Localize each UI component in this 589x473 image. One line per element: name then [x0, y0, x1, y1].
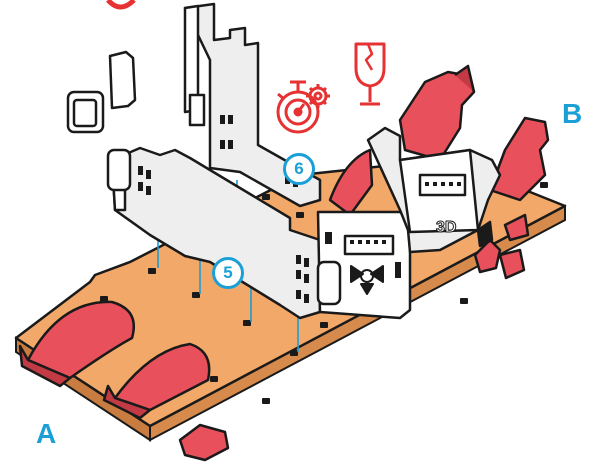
rear-module-box: 3D — [366, 126, 502, 254]
front-module-card — [316, 210, 412, 320]
cradle-end-b — [328, 64, 550, 280]
top-warning-circle-fragment — [106, 0, 136, 10]
fan-icon — [350, 265, 384, 295]
end-label-b: B — [562, 98, 583, 129]
fragile-glass-icon — [354, 42, 386, 106]
left-peg-tower — [66, 50, 137, 192]
back-upright-panel — [183, 2, 322, 208]
end-label-a: A — [36, 418, 57, 449]
step-badge-6: 6 — [283, 153, 315, 185]
timer-gear-icon — [276, 80, 330, 134]
cradle-end-a — [18, 300, 230, 462]
module-3d-mark: 3D — [436, 219, 456, 236]
step-badge-5: 5 — [212, 257, 244, 289]
